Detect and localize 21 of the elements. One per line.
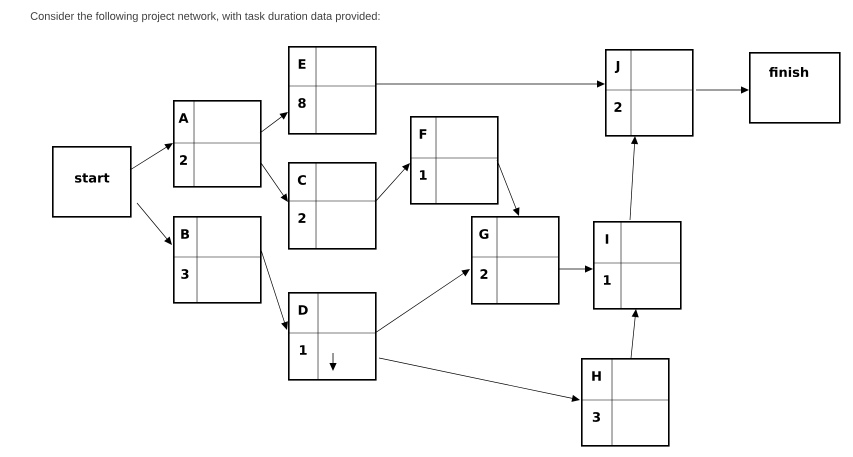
terminal-box: finish <box>749 52 841 124</box>
activity-box: H 3 <box>580 358 670 447</box>
activity-box: G 2 <box>470 216 560 305</box>
arrow <box>374 163 410 202</box>
terminal-box: start <box>52 146 132 218</box>
arrow <box>136 202 172 245</box>
title: Consider the following project network, with task duration data provided: <box>30 12 380 22</box>
activity-box: B 3 <box>172 216 262 304</box>
activity-box: D 1 <box>288 292 377 381</box>
arrow <box>260 250 288 330</box>
activity-box: A 2 <box>172 100 262 188</box>
arrow <box>260 162 288 202</box>
activity-box: F 1 <box>410 116 499 205</box>
arrow <box>260 112 288 134</box>
activity-box: C 2 <box>288 162 377 250</box>
arrow <box>374 269 470 334</box>
activity-box: E 8 <box>288 46 377 135</box>
arrow <box>130 143 173 170</box>
arrow <box>496 160 520 216</box>
activity-box: J 2 <box>604 48 694 137</box>
activity-box: I 1 <box>592 220 682 310</box>
